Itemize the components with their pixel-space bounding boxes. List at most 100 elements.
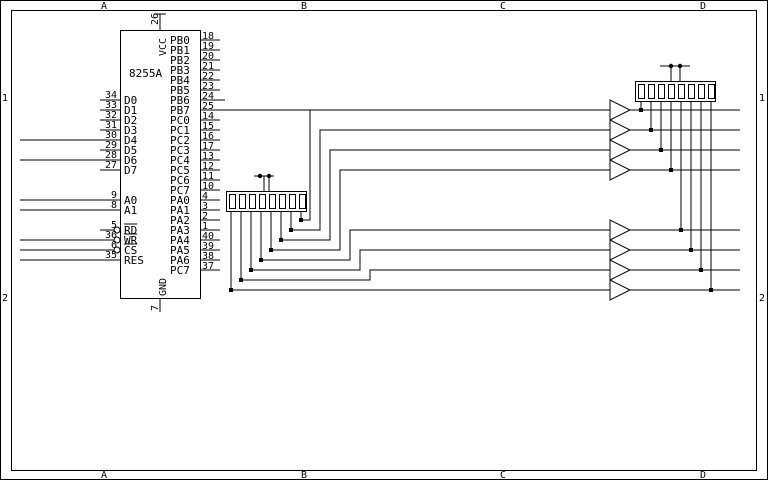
right-pin-name: PB2 — [170, 54, 190, 67]
left-pin-name: D4 — [124, 134, 138, 147]
right-pin-name: PA2 — [170, 214, 190, 227]
left-pin-name: D1 — [124, 104, 137, 117]
left-pin-name: D3 — [124, 124, 137, 137]
right-pin-number: 3 — [202, 201, 208, 212]
right-pin-name: PB1 — [170, 44, 190, 57]
vcc-pin-number: 26 — [150, 13, 161, 25]
left-pin-number: 8 — [111, 200, 117, 211]
right-pin-name: PC0 — [170, 114, 190, 127]
left-pin-number: 27 — [105, 160, 117, 171]
left-pin-name: D7 — [124, 164, 137, 177]
right-pin-number: 13 — [202, 151, 214, 162]
left-pin-number: 36 — [105, 230, 117, 241]
vcc-label: VCC — [158, 38, 169, 56]
right-pin-name: PC7 — [170, 264, 190, 277]
right-pin-name: PA6 — [170, 254, 190, 267]
right-pin-number: 37 — [202, 261, 214, 272]
chip-name: 8255A — [129, 67, 162, 80]
right-pin-pa6-38: PA6 38 — [170, 251, 220, 267]
left-pin-name: D6 — [124, 154, 137, 167]
pack-right-taps — [639, 101, 713, 292]
left-pin-name: A0 — [124, 194, 137, 207]
left-pin-name: RES — [124, 254, 144, 267]
right-pin-number: 24 — [202, 91, 214, 102]
inner-frame — [11, 10, 757, 471]
border-col-d-bottom: D — [700, 470, 706, 480]
border-col-c-bottom: C — [500, 470, 506, 480]
left-pin-number: 9 — [111, 190, 117, 201]
right-pin-name: PA1 — [170, 204, 190, 217]
right-pin-pc0-14: PC0 14 — [170, 111, 220, 127]
left-pin-number: 31 — [105, 120, 117, 131]
right-pin-name: PB6 — [170, 94, 190, 107]
left-pin-number: 33 — [105, 100, 117, 111]
left-pin-d0: 34 D0 — [100, 90, 137, 107]
border-col-c-top: C — [500, 1, 506, 12]
right-pin-number: 11 — [202, 171, 214, 182]
right-pin-name: PC7 — [170, 184, 190, 197]
border-row-1-right: 1 — [759, 93, 765, 104]
border-row-2-right: 2 — [759, 293, 765, 304]
left-pin-number: 5 — [111, 220, 117, 231]
right-pin-pb5-23: PB5 23 — [170, 81, 220, 97]
right-pin-number: 19 — [202, 41, 214, 52]
right-pin-name: PA3 — [170, 224, 190, 237]
right-pin-number: 20 — [202, 51, 214, 62]
right-pin-name: PC3 — [170, 144, 190, 157]
right-pin-pa3-1: PA3 1 — [170, 221, 220, 237]
bus-routing — [220, 99, 610, 291]
right-pin-number: 23 — [202, 81, 214, 92]
right-pin-pb6-24: PB6 24 — [170, 91, 220, 107]
left-pin-d3: 31 D3 — [100, 120, 137, 137]
border-col-b-top: B — [301, 1, 307, 12]
right-pin-name: PC2 — [170, 134, 190, 147]
right-pin-number: 18 — [202, 31, 214, 42]
right-pin-number: 14 — [202, 111, 214, 122]
right-pin-name: PB7 — [170, 104, 190, 117]
right-pin-name: PC4 — [170, 154, 190, 167]
right-pin-number: 1 — [202, 221, 208, 232]
right-pin-pb1-19: PB1 19 — [170, 41, 220, 57]
right-pin-number: 22 — [202, 71, 214, 82]
left-pin-d7: 27 D7 — [100, 160, 137, 177]
right-pin-number: 38 — [202, 251, 214, 262]
border-row-1-left: 1 — [2, 93, 8, 104]
left-pin-number: 6 — [111, 240, 117, 251]
right-pin-name: PB4 — [170, 74, 190, 87]
resistor-pack-left — [226, 173, 307, 212]
left-pin-name: CS — [124, 244, 137, 257]
resistor-pack-right — [635, 63, 716, 102]
right-pin-name: PA5 — [170, 244, 190, 257]
right-pin-pc4-13: PC4 13 — [170, 151, 220, 167]
left-pin-number: 34 — [105, 90, 117, 101]
right-pin-number: 39 — [202, 241, 214, 252]
left-pin-d1: 33 D1 — [100, 100, 137, 117]
right-pin-name: PC5 — [170, 164, 190, 177]
right-pin-number: 40 — [202, 231, 214, 242]
right-pin-pb2-20: PB2 20 — [170, 51, 220, 67]
border-col-d-top: D — [700, 1, 706, 12]
right-pin-number: 10 — [202, 181, 214, 192]
right-pin-pa5-39: PA5 39 — [170, 241, 220, 257]
left-pin-name: D0 — [124, 94, 137, 107]
right-pin-name: PB5 — [170, 84, 190, 97]
right-pin-number: 16 — [202, 131, 214, 142]
right-pin-name: PA4 — [170, 234, 190, 247]
right-pin-name: PB0 — [170, 34, 190, 47]
right-pin-pc2-16: PC2 16 — [170, 131, 220, 147]
border-col-a-bottom: A — [101, 470, 107, 480]
left-pin-name: A1 — [124, 204, 137, 217]
right-pin-name: PC1 — [170, 124, 190, 137]
gnd-label: GND — [158, 278, 169, 296]
left-pin-number: 35 — [105, 250, 117, 261]
